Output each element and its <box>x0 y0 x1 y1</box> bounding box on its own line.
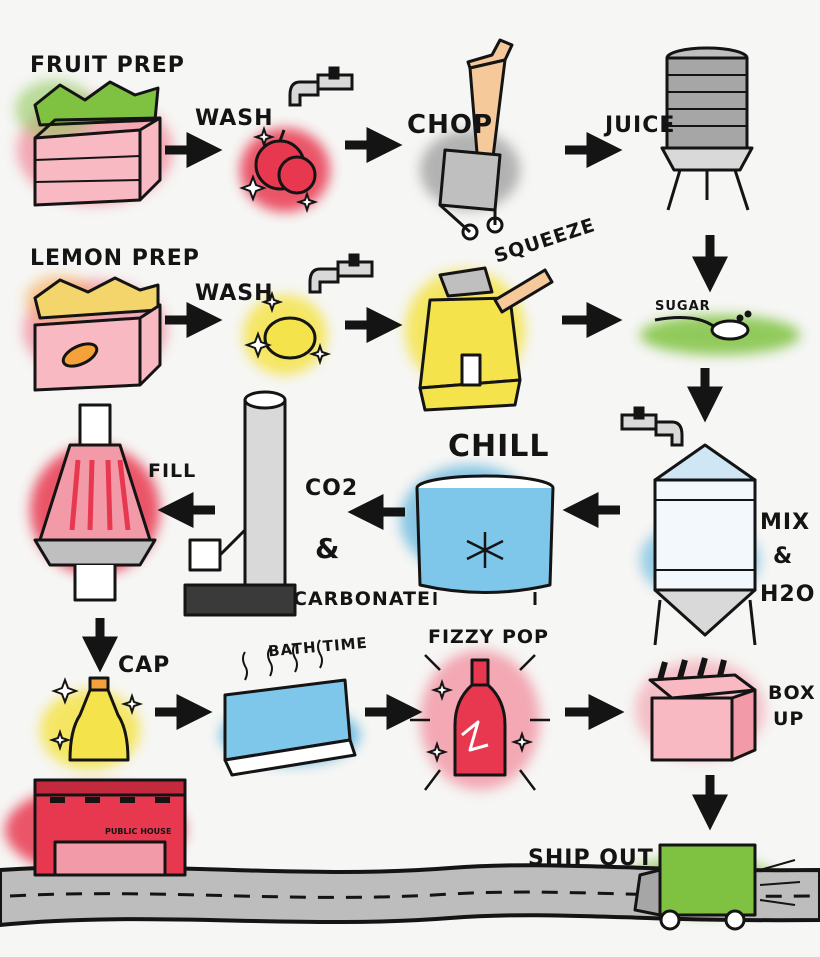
sugar-spoon-icon <box>654 310 752 341</box>
process-arrows <box>82 127 728 831</box>
step-label-chop: Chop <box>407 110 493 140</box>
juicer-icon <box>660 46 754 211</box>
step-label-carbonate: Carbonate <box>293 588 431 610</box>
public-house-building-icon <box>33 778 187 877</box>
step-label-up: Up <box>773 708 805 730</box>
step-label-mix: Mix <box>760 510 811 535</box>
snowflake-icon <box>466 532 504 568</box>
bath-icon <box>223 639 357 777</box>
filler-icon <box>33 403 157 602</box>
sparkle-icons <box>244 290 332 366</box>
sparkle-icons <box>48 677 144 752</box>
step-label-mix-h2o: H2O <box>760 582 816 607</box>
chopper-icon <box>438 38 514 241</box>
lemon-icon <box>263 316 317 360</box>
faucet-icon <box>308 253 374 294</box>
sparkle-icons <box>425 678 534 764</box>
truck-icon <box>633 843 801 931</box>
mix-tank-icon <box>653 443 757 646</box>
step-label-cap: Cap <box>118 653 171 678</box>
step-label-wash: Wash <box>195 106 274 131</box>
step-label-fill: Fill <box>148 460 197 482</box>
step-label-ship-out: Ship Out <box>528 846 654 871</box>
step-label-co2: CO2 <box>305 476 359 501</box>
building-sign: Public House <box>105 827 172 836</box>
step-label-lemon-prep: Lemon Prep <box>30 246 200 271</box>
faucet-icon <box>288 66 354 107</box>
cap-bottle-icon <box>68 676 130 762</box>
step-label-fruit-prep: Fruit Prep <box>30 53 185 78</box>
faucet-icon <box>620 406 684 447</box>
apple-icon <box>254 129 317 195</box>
step-label-box: Box <box>768 682 816 704</box>
step-label-juice: Juice <box>605 113 676 138</box>
squeezer-icon <box>418 266 554 412</box>
step-label-co2-amp: & <box>315 532 341 565</box>
sparkle-icons <box>239 125 319 214</box>
carbonator-icon <box>183 390 297 617</box>
lemon-crate-icon <box>33 276 162 392</box>
fizzy-pop-bottle-icon <box>410 654 550 791</box>
step-label-sugar: Sugar <box>655 299 711 314</box>
step-label-mix-amp: & <box>773 544 794 569</box>
fruit-crate-icon <box>33 80 162 207</box>
step-label-fizzy-pop: Fizzy Pop <box>428 626 549 648</box>
step-label-wash: Wash <box>195 281 274 306</box>
step-label-chill: Chill <box>448 429 550 464</box>
box-icon <box>648 657 757 762</box>
